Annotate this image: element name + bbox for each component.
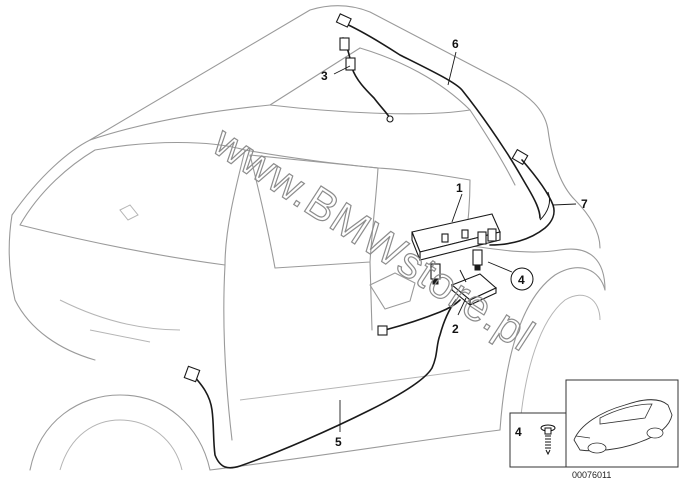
connector-5-mid [377,325,388,336]
callout-4: 4 [518,273,525,287]
callout-3: 3 [321,69,328,83]
connector-3a [339,37,350,51]
callout-2: 2 [452,322,459,336]
connector-3b [345,57,356,71]
inset-panel: 4 00076011 [509,379,679,480]
document-number: 00076011 [572,470,611,480]
callouts: 1 2 3 4 5 6 7 [321,37,588,449]
coax-plugs [430,249,483,285]
cable-6-roof-rear [335,13,541,219]
cable-7-rear [489,159,555,246]
leader-lines [333,51,577,432]
amplifier-module-1 [411,213,501,261]
connector-3-end [386,115,394,123]
callout-6: 6 [452,37,459,51]
callout-4-circle [510,267,534,291]
cable-3-roof-lead [339,37,394,123]
clip-part-4 [540,424,556,456]
connector-5-front [183,365,201,383]
callout-5: 5 [335,435,342,449]
callout-1: 1 [456,181,463,195]
car-thumbnail [573,399,673,454]
callout-7: 7 [581,197,588,211]
cable-5-side [183,299,461,469]
car-body-outline [8,5,606,471]
connector-6-rear [511,148,529,166]
connector-6-top [335,13,352,28]
inset-callout-4: 4 [515,425,522,439]
